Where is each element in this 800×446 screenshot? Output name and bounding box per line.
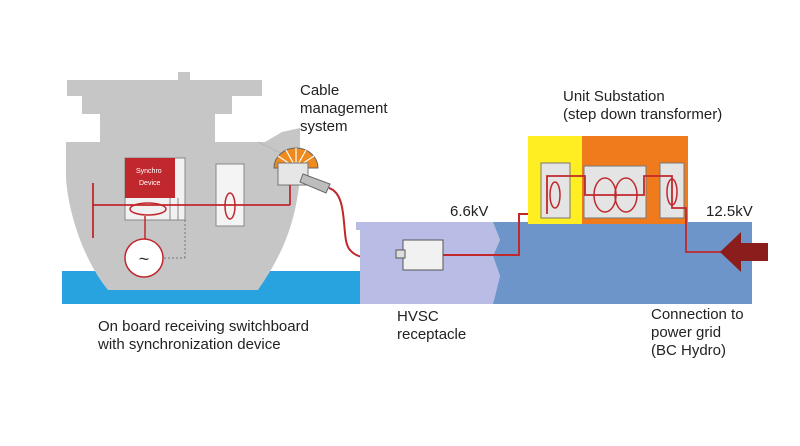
cable-label-line: Cable bbox=[300, 82, 340, 99]
hvsc-label-line: receptacle bbox=[397, 326, 467, 343]
synchro-device-box bbox=[125, 158, 175, 198]
voltage-12-5kv-label: 12.5kV bbox=[706, 203, 753, 220]
dock-substation-section bbox=[493, 222, 752, 304]
cable-reel-spokes bbox=[277, 148, 315, 169]
hvsc-receptacle bbox=[395, 239, 444, 271]
cable-reel-arm bbox=[299, 173, 331, 194]
breaker-coil bbox=[224, 192, 236, 220]
grid-label-line: Connection to bbox=[651, 306, 744, 323]
cable-label-line: management bbox=[300, 100, 388, 117]
substation-bus bbox=[546, 175, 722, 253]
substation-label-line: Unit Substation bbox=[563, 88, 665, 105]
hvsc-box bbox=[402, 239, 444, 271]
substation-label-line: (step down transformer) bbox=[563, 106, 723, 123]
ship-superstructure bbox=[67, 72, 262, 142]
cable-label-line: system bbox=[300, 118, 348, 135]
onboard-breaker bbox=[215, 163, 245, 227]
grid-label-line: (BC Hydro) bbox=[651, 342, 727, 359]
unit-substation-label: Unit Substation (step down transformer) bbox=[563, 88, 722, 124]
grid-connection-label: Connection to power grid (BC Hydro) bbox=[651, 306, 744, 360]
cable-reel bbox=[273, 147, 331, 194]
hvsc-receptacle-label: HVSC receptacle bbox=[397, 308, 466, 344]
breaker-cabinet bbox=[215, 163, 245, 227]
generator-symbol: ~ bbox=[139, 249, 150, 269]
switchboard-coil bbox=[129, 202, 167, 216]
unit-substation bbox=[528, 136, 722, 253]
onboard-switchboard: Synchro Device bbox=[124, 157, 186, 259]
switchboard-label-line: On board receiving switchboard bbox=[98, 318, 309, 335]
substation-left-coil bbox=[549, 181, 561, 209]
grid-arrow bbox=[720, 232, 768, 272]
switchboard-label-line: with synchronization device bbox=[98, 336, 281, 353]
cable-management-label: Cable management system bbox=[300, 82, 388, 136]
grid-label-line: power grid bbox=[651, 324, 722, 341]
substation-left-panel bbox=[540, 162, 571, 219]
generator: ~ bbox=[124, 238, 164, 278]
voltage-6-6kv-label: 6.6kV bbox=[450, 203, 489, 220]
generator-circle bbox=[124, 238, 164, 278]
hvsc-label-line: HVSC bbox=[397, 308, 439, 325]
hvsc-plug bbox=[395, 249, 406, 259]
synchro-text-line2: Device bbox=[139, 180, 161, 187]
switchboard-label: On board receiving switchboard with sync… bbox=[98, 318, 309, 354]
synchro-text-line1: Synchro bbox=[136, 168, 162, 175]
